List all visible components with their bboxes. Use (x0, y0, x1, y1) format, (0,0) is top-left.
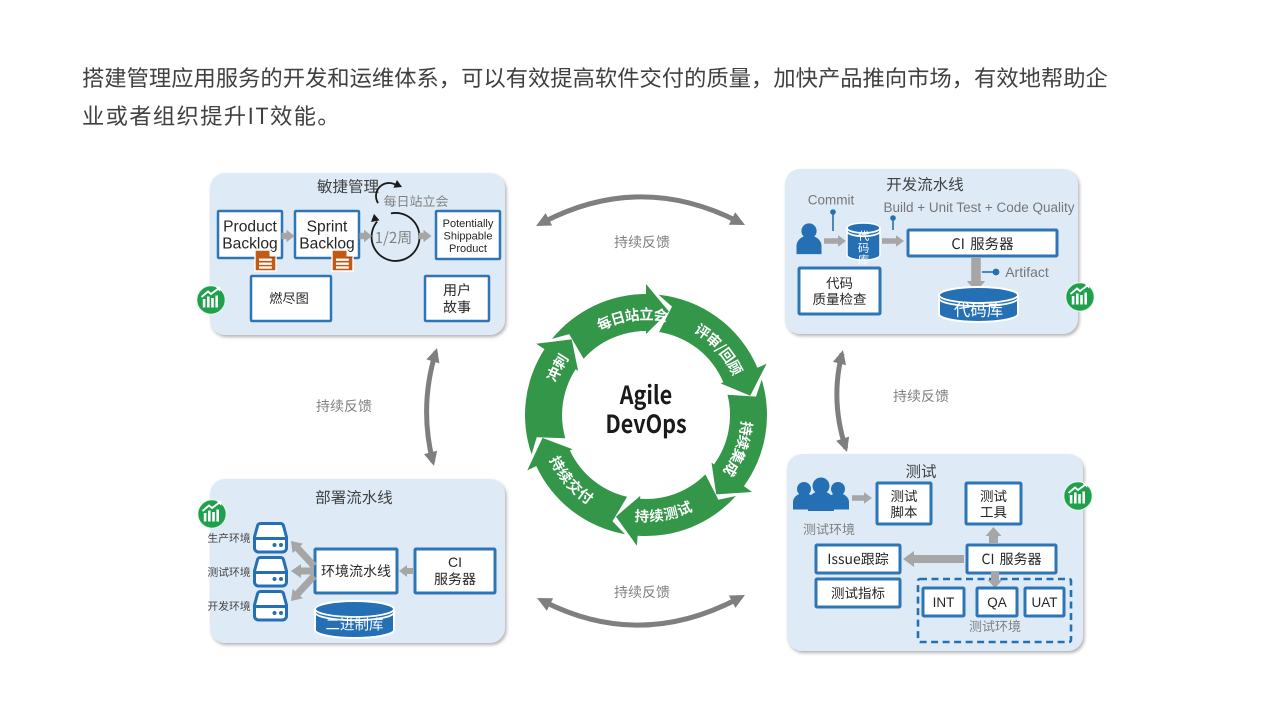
svg-text:Commit: Commit (808, 193, 855, 208)
svg-text:Artifact: Artifact (1005, 264, 1049, 280)
svg-text:Potentially: Potentially (443, 218, 494, 230)
svg-text:INT: INT (933, 595, 955, 610)
svg-text:Sprint: Sprint (307, 219, 348, 236)
svg-text:Product: Product (223, 219, 277, 236)
svg-text:Shippable: Shippable (444, 231, 493, 243)
svg-text:QA: QA (987, 595, 1007, 610)
svg-text:Backlog: Backlog (222, 236, 277, 253)
svg-text:Product: Product (449, 243, 487, 255)
svg-text:Backlog: Backlog (299, 236, 354, 253)
svg-text:Build + Unit Test + Code Quali: Build + Unit Test + Code Quality (883, 200, 1074, 215)
svg-text:CI: CI (448, 554, 462, 570)
svg-text:UAT: UAT (1032, 595, 1058, 610)
